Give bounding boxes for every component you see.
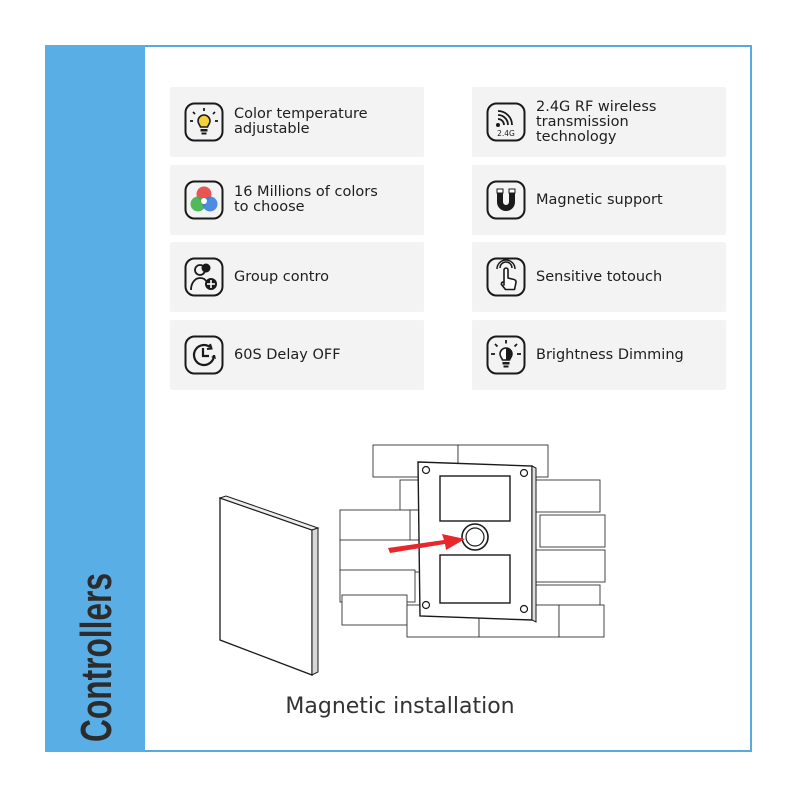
red-arrow (388, 534, 465, 553)
sidebar (45, 45, 145, 752)
feature-label: 2.4G RF wireless transmission technology (536, 98, 657, 145)
feature-wireless: 2.4G 2.4G RF wireless transmission techn… (472, 87, 726, 157)
feature-label: Magnetic support (536, 191, 663, 208)
brightness-icon (486, 335, 526, 375)
feature-label: Color temperature adjustable (234, 106, 368, 137)
magnet-icon (486, 180, 526, 220)
feature-touch: Sensitive totouch (472, 242, 726, 312)
bulb-icon (184, 102, 224, 142)
feature-group: Group contro (170, 242, 424, 312)
content-frame (45, 45, 752, 752)
group-icon (184, 257, 224, 297)
feature-color-temperature: Color temperature adjustable (170, 87, 424, 157)
wall-plate (417, 461, 537, 623)
control-panel (218, 495, 320, 676)
illustration-caption: Magnetic installation (285, 694, 515, 719)
touch-icon (486, 257, 526, 297)
feature-delay: 60S Delay OFF (170, 320, 424, 390)
feature-brightness: Brightness Dimming (472, 320, 726, 390)
feature-label: Brightness Dimming (536, 346, 684, 363)
magnetic-installation-illustration (218, 444, 606, 676)
feature-label: Sensitive totouch (536, 268, 663, 285)
feature-label: Group contro (234, 268, 329, 285)
timer-icon (184, 335, 224, 375)
wireless-icon-text: 2.4G (497, 129, 515, 138)
feature-label: 16 Millions of colors to choose (234, 184, 378, 215)
rgb-colors-icon (184, 180, 224, 220)
feature-label: 60S Delay OFF (234, 346, 341, 363)
wireless-icon: 2.4G (486, 102, 526, 142)
feature-magnetic: Magnetic support (472, 165, 726, 235)
feature-colors: 16 Millions of colors to choose (170, 165, 424, 235)
